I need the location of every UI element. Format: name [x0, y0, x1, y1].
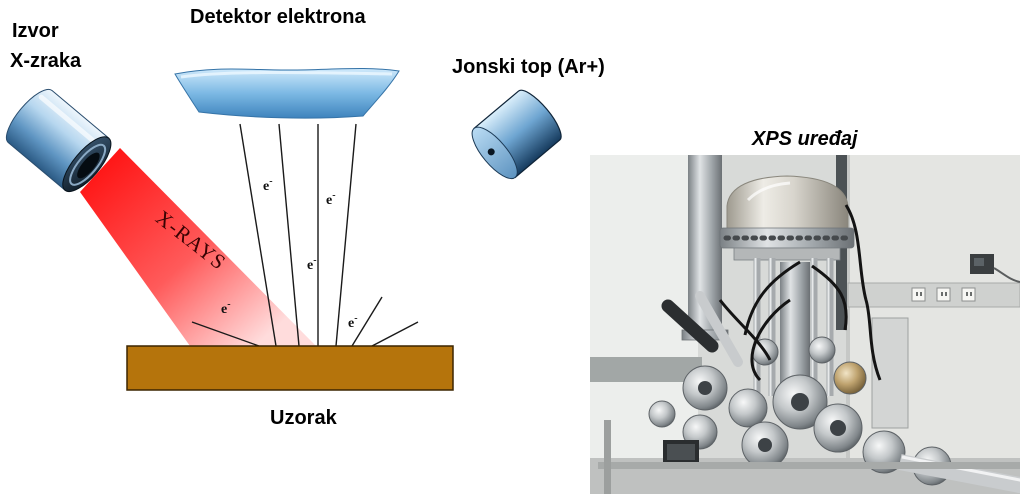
- frame-leg: [604, 420, 611, 494]
- electron-label: e-: [221, 299, 231, 317]
- left-wall: [590, 155, 698, 460]
- support-rod-highlights: [754, 258, 830, 396]
- x-ray-source-label-line-2: X-zraka: [10, 50, 82, 72]
- electron-detector: [174, 67, 400, 119]
- frame-rail: [598, 462, 1020, 469]
- x-ray-source-aperture: [77, 152, 100, 179]
- xps-schematic: X-RAYS Izvor X-zraka Detektor elektrona …: [5, 6, 605, 429]
- electron-symbol: e: [307, 258, 313, 273]
- ion-gun: [471, 89, 562, 180]
- wall-control-display: [974, 258, 984, 266]
- port-viewport: [791, 393, 809, 411]
- electron-symbol: e: [326, 193, 332, 208]
- port-viewport: [698, 381, 712, 395]
- transfer-tube: [695, 291, 743, 367]
- socket-pins: [916, 292, 972, 296]
- electron-trajectory: [278, 123, 300, 347]
- x-ray-source-label-line-1: Izvor: [12, 20, 59, 42]
- x-ray-source: [5, 88, 112, 192]
- electron-trajectory: [335, 123, 357, 347]
- wall-socket: [911, 287, 926, 302]
- x-ray-source-highlight: [38, 94, 101, 148]
- port-viewport: [830, 420, 846, 436]
- electron-trajectory: [191, 321, 260, 347]
- wall-socket: [936, 287, 951, 302]
- chamber-port: [833, 361, 867, 395]
- electron-trajectory: [351, 296, 383, 347]
- electron-label: e-: [348, 313, 358, 331]
- ion-gun-label: Jonski top (Ar+): [452, 56, 605, 78]
- electron-label: e-: [326, 190, 336, 208]
- chamber-port: [728, 388, 768, 428]
- electron-detector-label: Detektor elektrona: [190, 6, 366, 28]
- cable-trunking: [847, 282, 1020, 308]
- dome-collar: [733, 247, 841, 261]
- ion-gun-body: [473, 89, 562, 179]
- electron-trajectory: [239, 123, 277, 347]
- analyzer-dome: [726, 175, 849, 234]
- photo-caption: XPS uređaj: [751, 128, 858, 150]
- ion-gun-aperture: [487, 148, 495, 156]
- cables: [718, 204, 882, 382]
- electron-charge: -: [332, 190, 335, 201]
- sample-slab: [126, 345, 454, 391]
- x-ray-beam: [80, 148, 316, 346]
- port-viewport: [758, 438, 772, 452]
- electron-symbol: e: [263, 179, 269, 194]
- wall-socket: [961, 287, 976, 302]
- right-arm-highlight: [901, 455, 1020, 482]
- support-rods: [753, 258, 834, 396]
- electron-charge: -: [269, 176, 272, 187]
- electron-symbol: e: [221, 302, 227, 317]
- pump-arm: [661, 299, 719, 353]
- x-ray-source-rim: [69, 143, 107, 186]
- dome-reflection: [746, 181, 791, 202]
- electron-trajectory: [371, 321, 419, 347]
- xps-device-photo: [590, 155, 1020, 494]
- electron-charge: -: [227, 299, 230, 310]
- electron-label: e-: [263, 176, 273, 194]
- left-wall-stripe: [590, 357, 702, 382]
- electron-charge: -: [313, 255, 316, 266]
- electron-charge: -: [354, 313, 357, 324]
- chamber-port: [808, 336, 836, 364]
- electron-symbol: e: [348, 316, 354, 331]
- sample-label: Uzorak: [270, 407, 338, 429]
- central-column: [780, 262, 810, 392]
- electron-label: e-: [307, 255, 317, 273]
- electron-detector-highlight: [180, 71, 393, 79]
- ion-gun-face: [471, 126, 518, 180]
- chamber-port: [648, 400, 676, 428]
- wall-cable: [993, 267, 1020, 283]
- electronics-panel: [667, 444, 695, 460]
- electron-trajectories: [191, 123, 419, 347]
